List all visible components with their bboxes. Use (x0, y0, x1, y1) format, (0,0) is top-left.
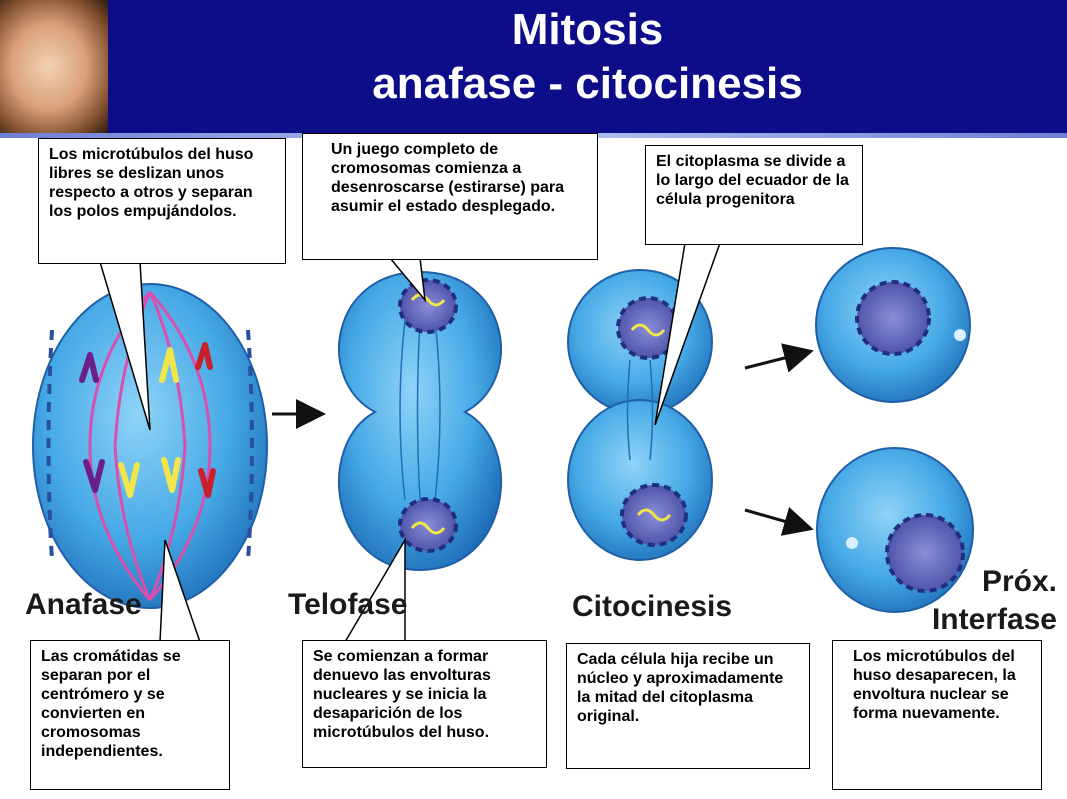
page-subtitle: anafase - citocinesis (372, 59, 803, 108)
callout-spindle-disappears: Los microtúbulos del huso desaparecen, l… (832, 640, 1042, 790)
nucleus-bottom (398, 497, 458, 553)
cytokinesis-cell (567, 269, 713, 561)
telophase-cell (338, 270, 502, 572)
arrow-to-interphase-top (744, 343, 814, 373)
callout-spindle-slide: Los microtúbulos del huso libres se desl… (38, 138, 286, 264)
stage-label-telofase: Telofase (288, 588, 408, 621)
stage-label-anafase: Anafase (25, 588, 142, 621)
callout-daughter-cells: Cada célula hija recibe un núcleo y apro… (566, 643, 810, 769)
callout-nuclear-envelope-forms: Se comienzan a formar denuevo las envolt… (302, 640, 547, 768)
page-title: Mitosis (511, 5, 664, 54)
arrow-to-interphase-bottom (744, 506, 814, 536)
anaphase-cell (32, 283, 268, 609)
stage-label-citocinesis: Citocinesis (572, 590, 733, 623)
stage-label-interfase-line1: Próx. (981, 565, 1057, 598)
callout-cytoplasm-divides: El citoplasma se divide a lo largo del e… (645, 145, 863, 245)
embryo-image (0, 0, 108, 133)
spindle-microtubules (88, 291, 212, 601)
interphase-cell-top (815, 247, 971, 403)
nucleus-top (398, 278, 458, 334)
interphase-cell-bottom (816, 447, 974, 613)
chromosomes (79, 342, 216, 498)
callout-chromatids-separate: Las cromátidas se separan por el centróm… (30, 640, 230, 790)
callout-chromosome-unwind: Un juego completo de cromosomas comienza… (302, 133, 598, 260)
stage-label-interfase-line2: Interfase (931, 603, 1057, 636)
title-banner (0, 0, 1067, 133)
